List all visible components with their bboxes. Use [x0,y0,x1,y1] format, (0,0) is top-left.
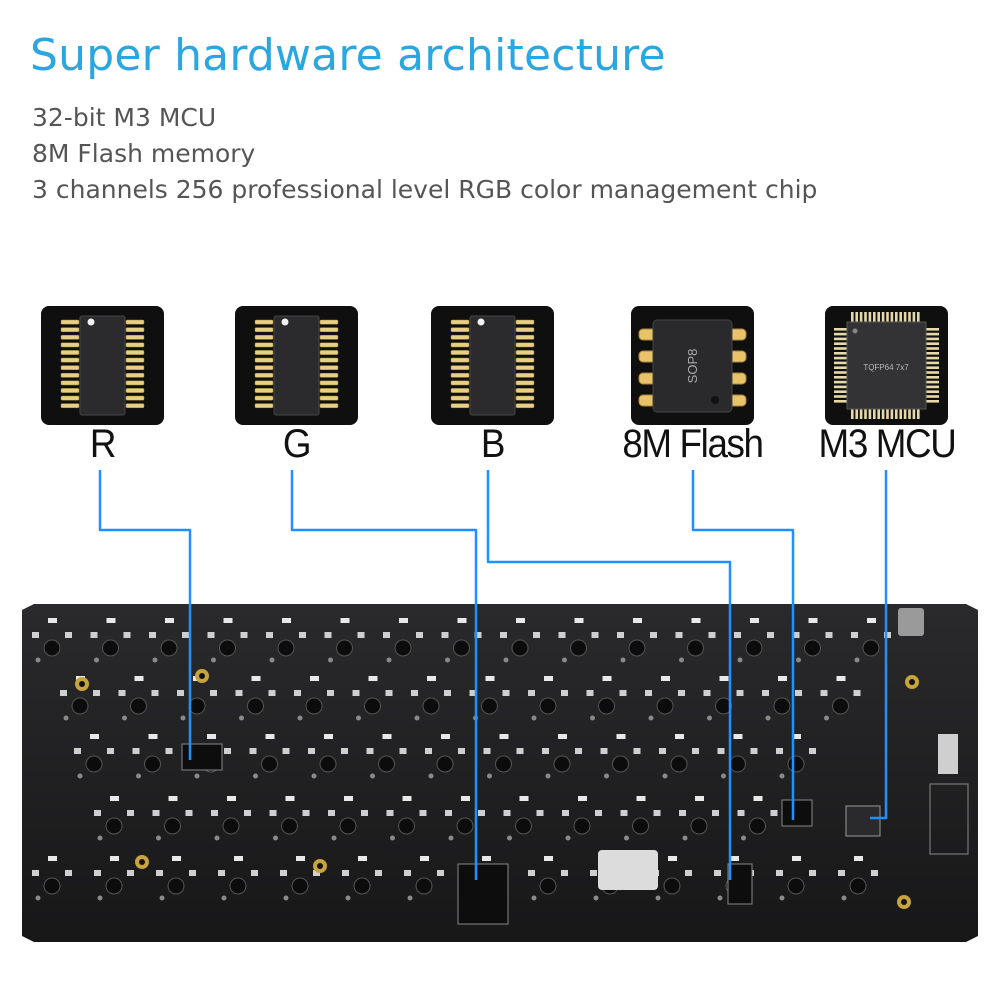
chip-label-flash: 8M Flash [622,422,764,466]
sop8-marking: SOP8 [685,349,700,384]
qfp-chip-icon: TQFP64 7x7 [834,312,939,419]
feature-item: 32-bit M3 MCU [32,103,217,132]
chip-label-mcu: M3 MCU [818,422,957,466]
keyboard-pcb [22,604,978,942]
pcb-board-image [22,604,978,942]
sop8-chip-icon: SOP8 [638,319,747,413]
chip-label-g: G [282,422,312,466]
chip-label-r: R [89,422,117,466]
tssop-chip-icon [450,315,535,416]
tssop-chip-icon [60,315,145,416]
feature-list: 32-bit M3 MCU 8M Flash memory 3 channels… [32,100,817,208]
chip-card-r [41,306,164,425]
qfp-marking: TQFP64 7x7 [863,363,909,372]
chip-card-flash: SOP8 [631,306,754,425]
page-title: Super hardware architecture [30,30,666,81]
feature-item: 3 channels 256 professional level RGB co… [32,175,818,204]
chip-card-mcu: TQFP64 7x7 [825,306,948,425]
chip-card-b [431,306,554,425]
chip-label-b: B [480,422,506,466]
tssop-chip-icon [254,315,339,416]
feature-item: 8M Flash memory [32,139,256,168]
chip-card-g [235,306,358,425]
